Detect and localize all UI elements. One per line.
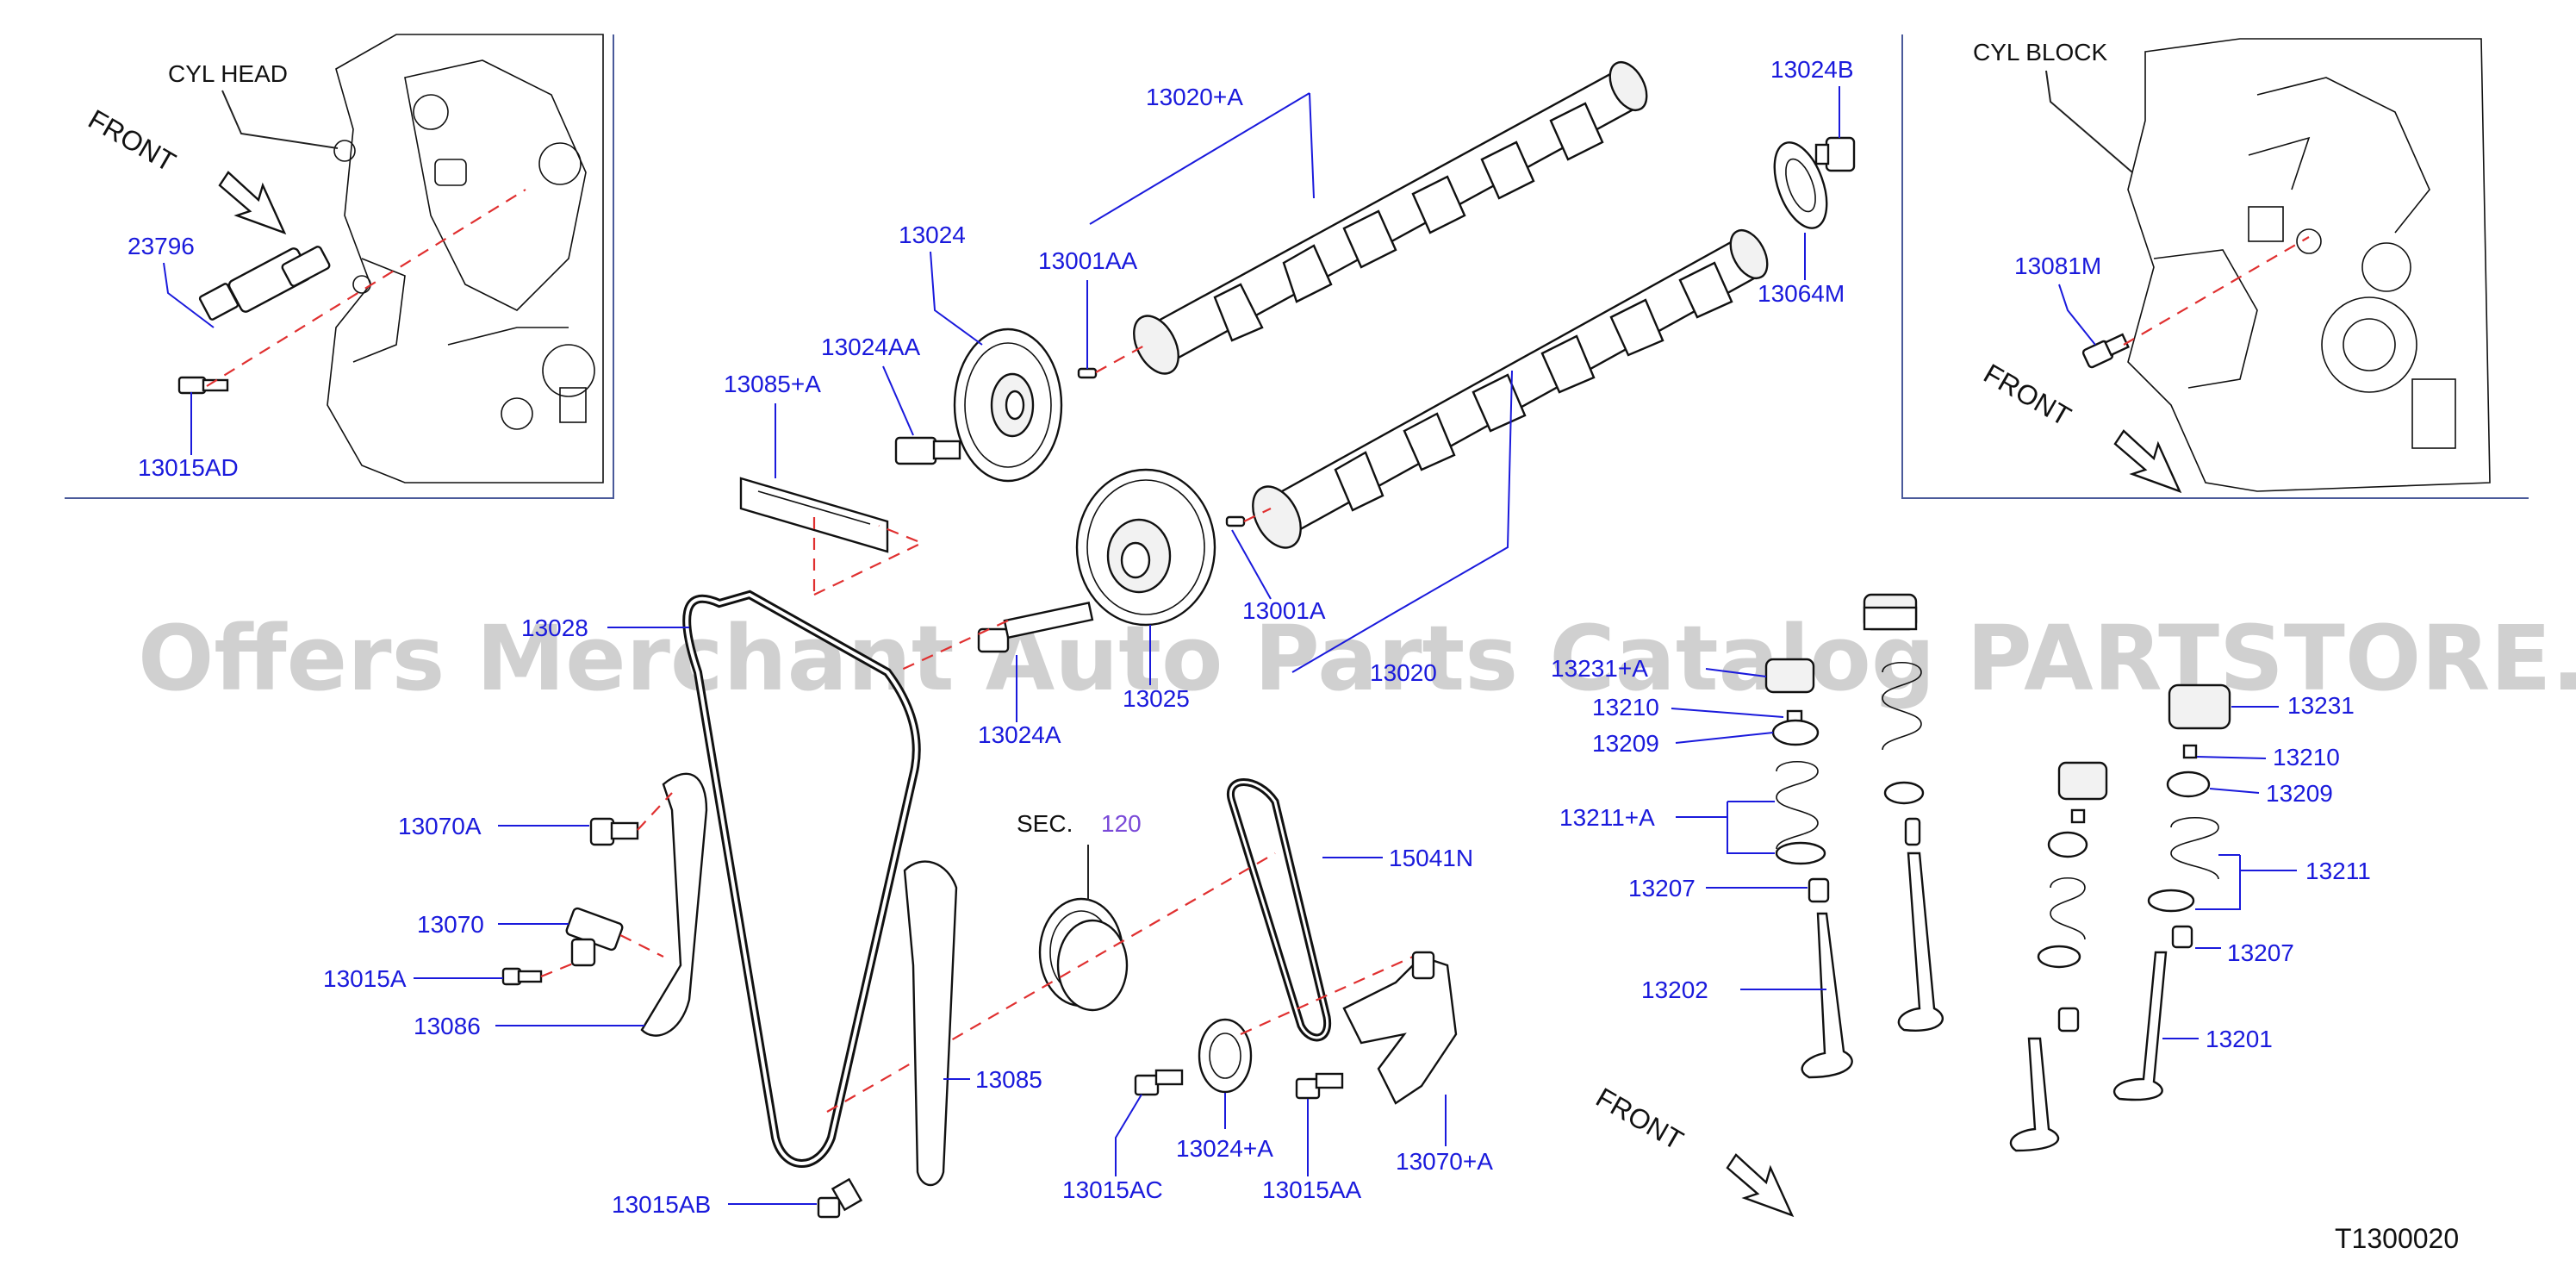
- signal-plate-13064M: [1773, 141, 1828, 229]
- callouts: 13020+A 13024B 13064M 13024 13001AA 1302…: [323, 56, 2371, 1218]
- label-13028: 13028: [521, 615, 588, 641]
- inset-cyl-head: CYL HEAD FRONT 23796 13015AD: [65, 34, 614, 499]
- label-13085A: 13085+A: [724, 371, 821, 397]
- label-13201: 13201: [2206, 1026, 2273, 1052]
- bolt-13015AC: [1134, 1069, 1184, 1096]
- bolt-13015AB: [817, 1177, 863, 1219]
- label-15041N: 15041N: [1389, 845, 1473, 871]
- label-23796: 23796: [128, 233, 195, 259]
- cam-position-sensor: [198, 246, 331, 321]
- cam-sprocket-13024: [953, 328, 1063, 483]
- label-13085: 13085: [975, 1066, 1042, 1093]
- figure-code: T1300020: [2335, 1223, 2459, 1254]
- label-13210-left: 13210: [1592, 694, 1659, 721]
- bolt-13070A: [589, 817, 639, 846]
- camshaft-lower: [1252, 228, 1769, 549]
- crank-sprocket: [1038, 897, 1129, 1012]
- bolt-13024B: [1814, 136, 1856, 172]
- label-13001AA: 13001AA: [1038, 247, 1138, 274]
- label-13015AB: 13015AB: [612, 1191, 711, 1218]
- sensor-13081M: [2081, 333, 2130, 369]
- front-label-2: FRONT: [1979, 358, 2076, 432]
- sec-label: SEC.: [1017, 810, 1073, 837]
- tensioner-13070: [565, 907, 624, 967]
- label-13207-left: 13207: [1628, 875, 1696, 902]
- valve-train-right-stack: [2009, 683, 2231, 1152]
- label-13209-left: 13209: [1592, 730, 1659, 757]
- vvt-sprocket-13025: [1075, 468, 1216, 627]
- label-13064M: 13064M: [1758, 280, 1845, 307]
- label-13015AA: 13015AA: [1262, 1176, 1362, 1203]
- label-13024A: 13024A: [978, 721, 1061, 748]
- valve-train-left-stack: [1764, 593, 1944, 1079]
- label-13001A: 13001A: [1242, 597, 1326, 624]
- front-label-1: FRONT: [84, 103, 181, 178]
- label-13025: 13025: [1123, 685, 1190, 712]
- timing-chain-13028: [682, 590, 921, 1168]
- label-13024: 13024: [899, 221, 966, 248]
- label-13015AD: 13015AD: [138, 454, 239, 481]
- label-13211: 13211: [2305, 858, 2371, 884]
- oil-pump-sprocket-13024A: [1198, 1018, 1253, 1094]
- cyl-head-label: CYL HEAD: [168, 60, 288, 87]
- bolt-13024A: [977, 602, 1094, 653]
- bolt-13015AA: [1295, 1072, 1344, 1100]
- label-13231: 13231: [2287, 692, 2355, 719]
- slack-guide-13085: [903, 860, 958, 1187]
- camshaft-upper: [1133, 60, 1648, 375]
- label-13070: 13070: [417, 911, 484, 938]
- label-13086: 13086: [414, 1013, 481, 1039]
- front-label-3: FRONT: [1591, 1082, 1689, 1156]
- pin-13001AA: [1077, 367, 1098, 379]
- oil-pump-chain-15041N: [1226, 778, 1332, 1042]
- front-arrow-icon: [1726, 1153, 1795, 1218]
- label-13211A: 13211+A: [1559, 804, 1655, 831]
- label-13024plusA: 13024+A: [1176, 1135, 1273, 1162]
- tensioner-arm-13086: [640, 772, 708, 1037]
- label-13015A: 13015A: [323, 965, 407, 992]
- chain-guide-13085A: [739, 477, 889, 553]
- bolt-13015A: [501, 967, 543, 986]
- bolt-13015AD: [177, 376, 229, 395]
- front-arrow-icon: [2113, 429, 2182, 494]
- label-13070plusA: 13070+A: [1396, 1148, 1493, 1175]
- label-13207-right: 13207: [2227, 939, 2294, 966]
- front-arrow-icon: [218, 171, 287, 235]
- cyl-block-label: CYL BLOCK: [1973, 39, 2107, 66]
- label-13231A: 13231+A: [1551, 655, 1648, 682]
- pin-13001A: [1225, 515, 1246, 527]
- label-13209-right: 13209: [2266, 780, 2333, 807]
- tensioner-13070plusA: [1342, 951, 1458, 1105]
- inset-cyl-block: CYL BLOCK 13081M FRONT: [1901, 34, 2529, 499]
- label-13024B: 13024B: [1770, 56, 1854, 83]
- sec-number: 120: [1101, 810, 1142, 837]
- label-13020A: 13020+A: [1146, 84, 1243, 110]
- label-13020: 13020: [1370, 659, 1437, 686]
- label-13081M: 13081M: [2014, 253, 2101, 279]
- label-13015AC: 13015AC: [1062, 1176, 1163, 1203]
- label-13024AA: 13024AA: [821, 334, 921, 360]
- label-13202: 13202: [1641, 976, 1708, 1003]
- bolt-13024AA: [894, 436, 961, 465]
- label-13070A: 13070A: [398, 813, 482, 839]
- label-13210-right: 13210: [2273, 744, 2340, 771]
